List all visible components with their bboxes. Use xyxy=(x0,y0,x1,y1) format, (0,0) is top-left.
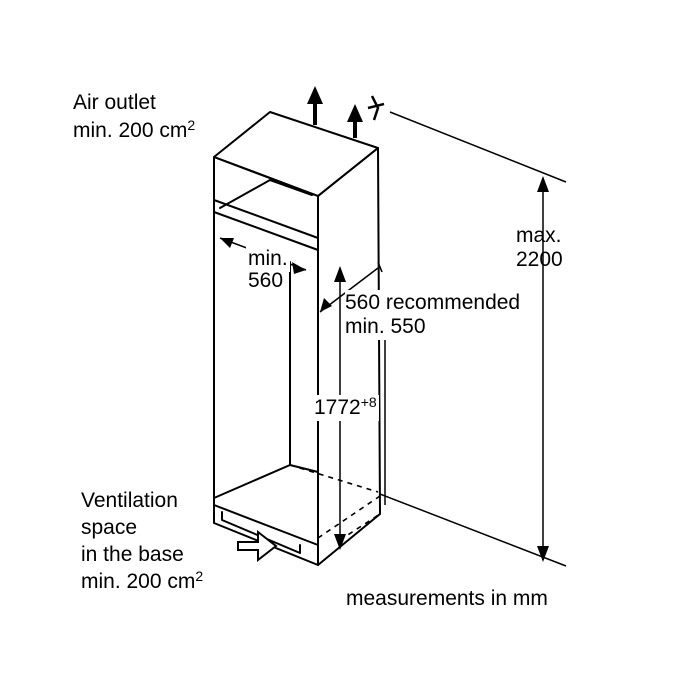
min-width-label: min. xyxy=(246,246,290,272)
vent-line-2: space xyxy=(81,516,138,539)
height-value: 1772+8 xyxy=(312,394,379,421)
right-arrow-icon xyxy=(237,529,278,563)
units-note: measurements in mm xyxy=(346,587,548,610)
vent-line-1: Ventilation xyxy=(81,489,178,512)
inner-bottom-panel xyxy=(213,464,319,499)
air-outlet-value: min. 200 cm2 xyxy=(73,117,196,142)
inner-top-panel xyxy=(219,179,313,209)
max-label: max. xyxy=(516,224,562,247)
max-value: 2200 xyxy=(516,248,563,271)
air-outlet-title: Air outlet xyxy=(73,91,156,114)
vent-line-3: in the base xyxy=(81,543,184,566)
niche-right-side xyxy=(317,147,381,566)
up-arrow-icon xyxy=(347,104,363,138)
vent-line-4: min. 200 cm2 xyxy=(81,568,204,593)
up-arrow-icon xyxy=(307,86,323,125)
depth-recommended: 560 recommended xyxy=(345,290,521,316)
min-width-value: 560 xyxy=(246,268,286,294)
depth-min: min. 550 xyxy=(345,314,426,340)
tilted-arrow-icon xyxy=(367,95,385,121)
